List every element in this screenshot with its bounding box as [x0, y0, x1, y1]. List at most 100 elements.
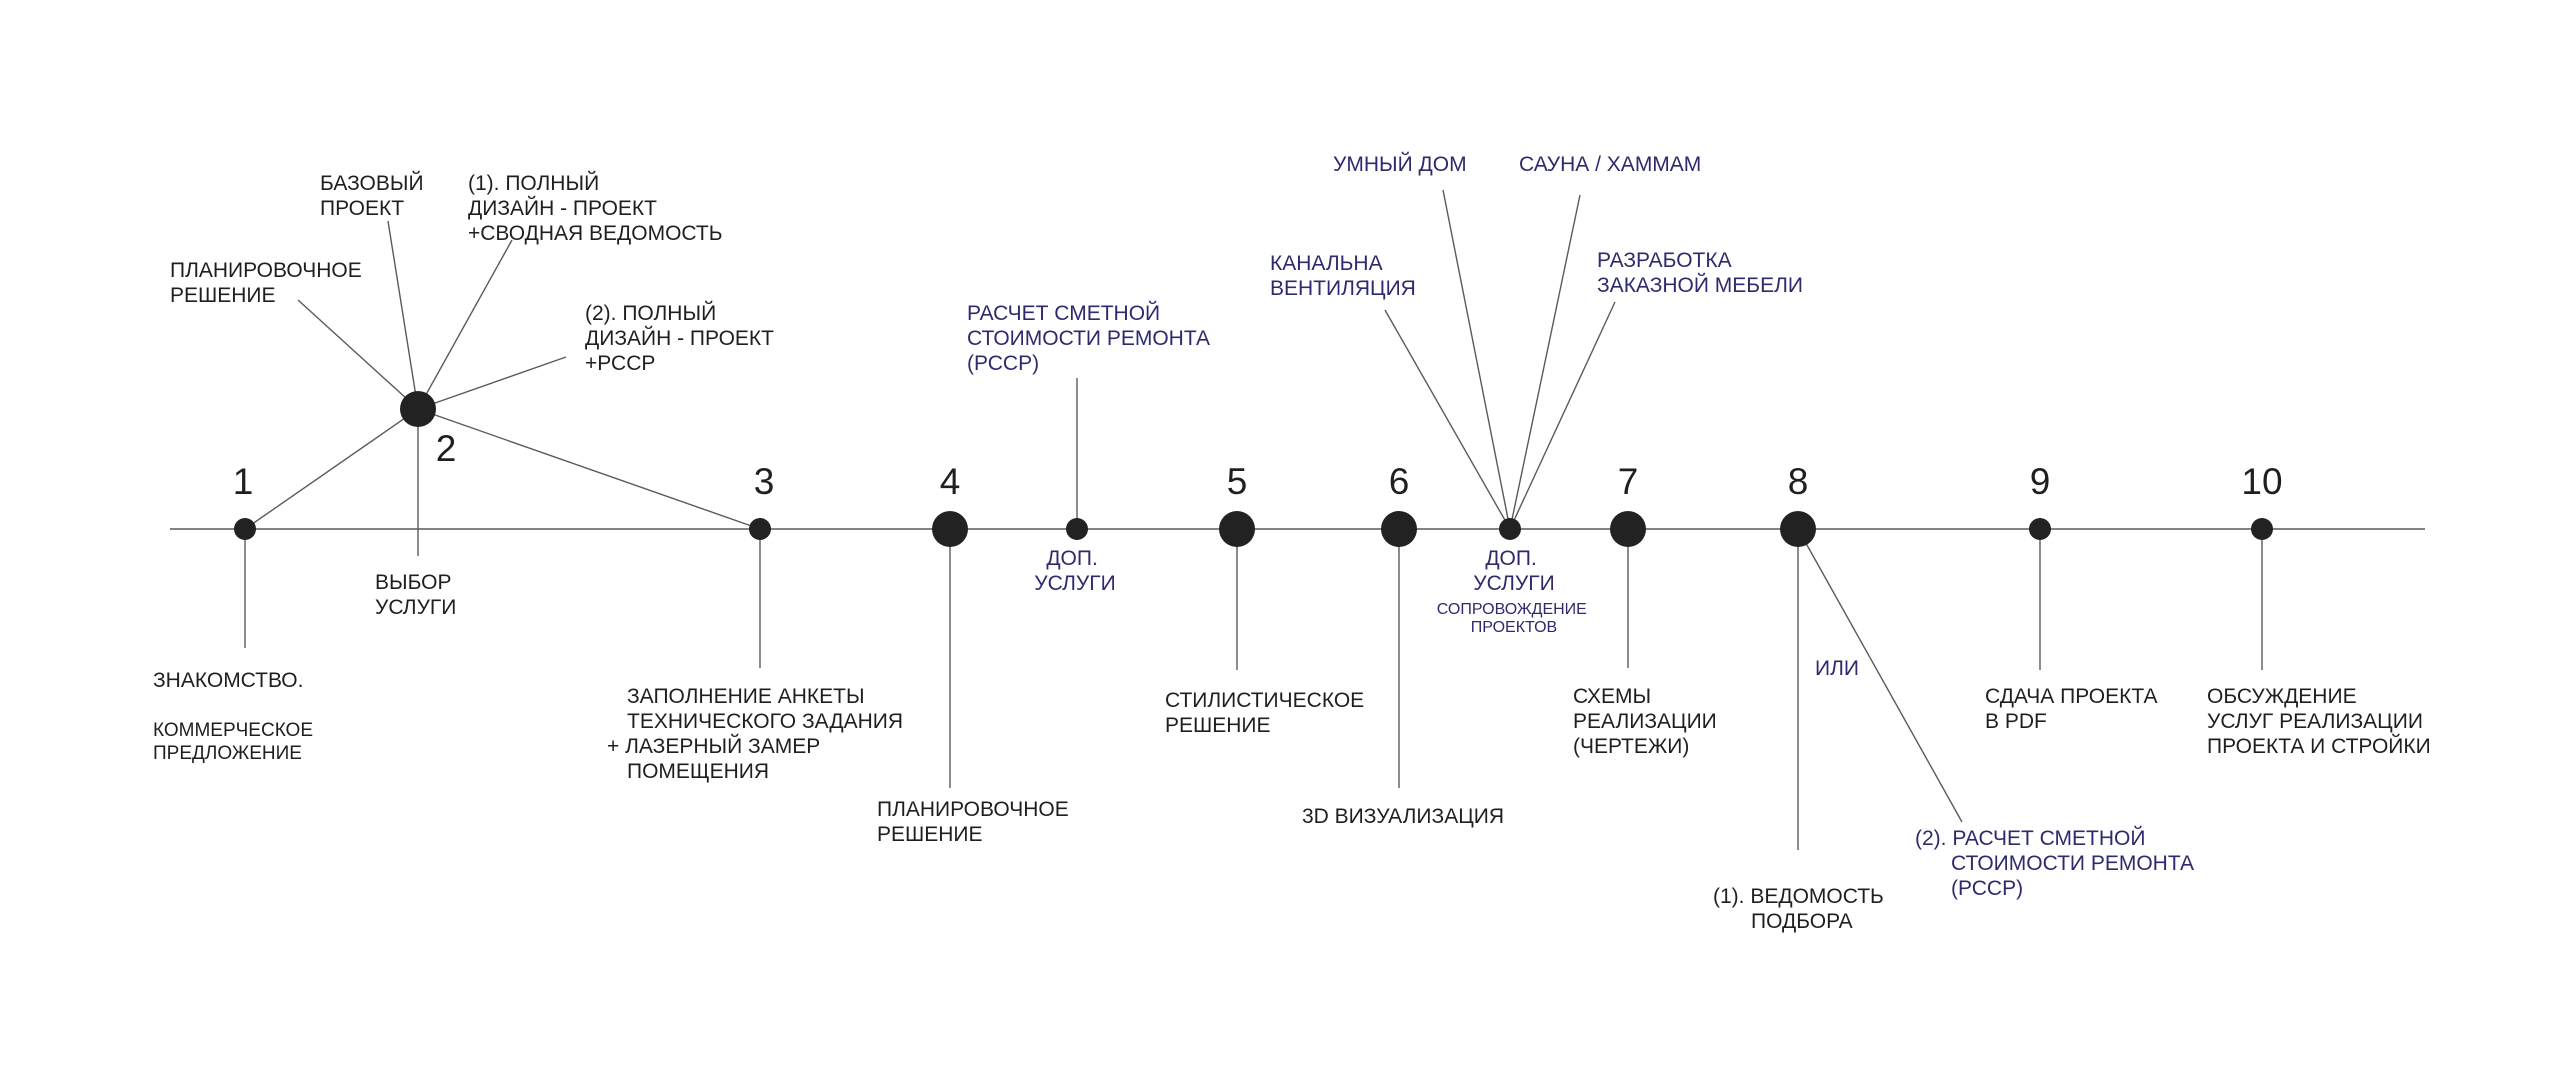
- label-line: ЗАПОЛНЕНИЕ АНКЕТЫ: [627, 685, 865, 708]
- step-6-label: 3D ВИЗУАЛИЗАЦИЯ: [1302, 805, 1504, 828]
- step-number: 2: [436, 428, 457, 469]
- label-line: +РССР: [585, 352, 655, 375]
- label-line: В PDF: [1985, 710, 2047, 733]
- node-step-7: [1610, 511, 1646, 547]
- node-step-6: [1381, 511, 1417, 547]
- label-line: ТЕХНИЧЕСКОГО ЗАДАНИЯ: [627, 710, 903, 733]
- connector-extra-sauna: [1509, 194, 1581, 530]
- step-3-label: ЗАПОЛНЕНИЕ АНКЕТЫ ТЕХНИЧЕСКОГО ЗАДАНИЯ +…: [607, 685, 909, 783]
- label-line: (2). РАСЧЕТ СМЕТНОЙ: [1915, 826, 2145, 850]
- label-line: (РССР): [1951, 877, 2023, 900]
- step-1-label: ЗНАКОМСТВО.: [153, 669, 303, 692]
- label-line: ПОДБОРА: [1751, 910, 1853, 933]
- label-line: ОБСУЖДЕНИЕ: [2207, 685, 2357, 708]
- label-line: СДАЧА ПРОЕКТА: [1985, 685, 2157, 708]
- label-line: КАНАЛЬНА: [1270, 252, 1383, 275]
- step-number: 10: [2241, 461, 2282, 502]
- node-step-1: [234, 518, 256, 540]
- connector-option-full2: [417, 356, 567, 410]
- step-number: 3: [754, 461, 775, 502]
- label-line: УСЛУГ РЕАЛИЗАЦИИ: [2207, 710, 2423, 733]
- step-number: 1: [233, 461, 254, 502]
- label-line: +СВОДНАЯ ВЕДОМОСТЬ: [468, 222, 722, 245]
- extra-services-a-option: РАСЧЕТ СМЕТНОЙ СТОИМОСТИ РЕМОНТА (РССР): [967, 301, 1216, 375]
- label-line: ПЛАНИРОВОЧНОЕ: [170, 259, 362, 282]
- node-step-2: [400, 391, 436, 427]
- connector-extra-ventilation: [1384, 309, 1511, 530]
- step-number: 9: [2030, 461, 2051, 502]
- label-line: ПРОЕКТ: [320, 197, 404, 220]
- extra-option-ventilation: КАНАЛЬНА ВЕНТИЛЯЦИЯ: [1270, 252, 1416, 300]
- label-line: КОММЕРЧЕСКОЕ: [153, 720, 313, 741]
- connector-step1-to-step2: [244, 408, 419, 530]
- node-step-9: [2029, 518, 2051, 540]
- label-line: ЗНАКОМСТВО.: [153, 669, 303, 692]
- label-line: (1). ПОЛНЫЙ: [468, 171, 599, 195]
- label-line: РЕАЛИЗАЦИИ: [1573, 710, 1717, 733]
- label-line: УСЛУГИ: [375, 596, 456, 619]
- service-option-full-1: (1). ПОЛНЫЙ ДИЗАЙН - ПРОЕКТ +СВОДНАЯ ВЕД…: [468, 171, 722, 245]
- label-line: (1). ВЕДОМОСТЬ: [1713, 885, 1884, 908]
- label-line: РАЗРАБОТКА: [1597, 249, 1732, 272]
- connector-lines: [244, 189, 2263, 850]
- step-number: 5: [1227, 461, 1248, 502]
- step-number: 6: [1389, 461, 1410, 502]
- step-8-label: (1). ВЕДОМОСТЬ ПОДБОРА: [1713, 885, 1890, 933]
- connector-step2-to-step3: [417, 408, 761, 530]
- step-2-label: ВЫБОР УСЛУГИ: [375, 571, 457, 619]
- label-line: СОПРОВОЖДЕНИЕ: [1437, 601, 1587, 618]
- node-step-8: [1780, 511, 1816, 547]
- label-line: РАСЧЕТ СМЕТНОЙ: [967, 301, 1160, 325]
- label-line: УСЛУГИ: [1034, 572, 1115, 595]
- label-line: ВЕНТИЛЯЦИЯ: [1270, 277, 1416, 300]
- label-line: СТОИМОСТИ РЕМОНТА: [967, 327, 1210, 350]
- step-9-label: СДАЧА ПРОЕКТА В PDF: [1985, 685, 2163, 733]
- step-number: 4: [940, 461, 961, 502]
- connector-step8-alt: [1797, 528, 1963, 823]
- connector-extra-furniture: [1509, 301, 1616, 530]
- step-8-alt-label: (2). РАСЧЕТ СМЕТНОЙ СТОИМОСТИ РЕМОНТА (Р…: [1915, 826, 2200, 900]
- label-line: ДИЗАЙН - ПРОЕКТ: [585, 326, 774, 350]
- step-numbers: 1 2 3 4 5 6 7 8 9 10: [233, 428, 2283, 502]
- step-10-label: ОБСУЖДЕНИЕ УСЛУГ РЕАЛИЗАЦИИ ПРОЕКТА И СТ…: [2207, 685, 2431, 758]
- connector-option-planning: [297, 299, 419, 410]
- step-5-label: СТИЛИСТИЧЕСКОЕ РЕШЕНИЕ: [1165, 689, 1370, 737]
- extra-option-custom-furniture: РАЗРАБОТКА ЗАКАЗНОЙ МЕБЕЛИ: [1597, 249, 1803, 297]
- extra-option-sauna: САУНА / ХАММАМ: [1519, 153, 1701, 176]
- label-line: ДИЗАЙН - ПРОЕКТ: [468, 196, 657, 220]
- extra-services-b-label: ДОП. УСЛУГИ: [1473, 547, 1554, 595]
- label-line: ЗАКАЗНОЙ МЕБЕЛИ: [1597, 273, 1803, 297]
- timeline-nodes: [234, 391, 2273, 547]
- label-line: ПРЕДЛОЖЕНИЕ: [153, 743, 302, 764]
- label-line: ПЛАНИРОВОЧНОЕ: [877, 798, 1069, 821]
- step-1-sublabel: КОММЕРЧЕСКОЕ ПРЕДЛОЖЕНИЕ: [153, 720, 318, 764]
- label-line: СТОИМОСТИ РЕМОНТА: [1951, 852, 2194, 875]
- label-line: УМНЫЙ ДОМ: [1333, 152, 1467, 176]
- label-line: СХЕМЫ: [1573, 685, 1651, 708]
- label-line: + ЛАЗЕРНЫЙ ЗАМЕР: [607, 734, 820, 758]
- extra-services-a-label: ДОП. УСЛУГИ: [1034, 547, 1115, 595]
- service-option-planning: ПЛАНИРОВОЧНОЕ РЕШЕНИЕ: [170, 259, 368, 307]
- label-line: РЕШЕНИЕ: [170, 284, 276, 307]
- label-line: (РССР): [967, 352, 1039, 375]
- label-line: ПРОЕКТА И СТРОЙКИ: [2207, 734, 2431, 758]
- label-line: ПОМЕЩЕНИЯ: [627, 760, 769, 783]
- label-line: 3D ВИЗУАЛИЗАЦИЯ: [1302, 805, 1504, 828]
- connector-extra-smart-home: [1442, 189, 1511, 530]
- label-line: ПРОЕКТОВ: [1471, 619, 1557, 636]
- label-line: (ЧЕРТЕЖИ): [1573, 735, 1689, 758]
- step-number: 8: [1788, 461, 1809, 502]
- step-4-label: ПЛАНИРОВОЧНОЕ РЕШЕНИЕ: [877, 798, 1075, 846]
- node-step-4: [932, 511, 968, 547]
- label-line: (2). ПОЛНЫЙ: [585, 301, 716, 325]
- step-7-label: СХЕМЫ РЕАЛИЗАЦИИ (ЧЕРТЕЖИ): [1573, 685, 1723, 758]
- connector-option-full1: [417, 239, 513, 410]
- service-option-full-2: (2). ПОЛНЫЙ ДИЗАЙН - ПРОЕКТ +РССР: [585, 301, 780, 375]
- connector-option-basic: [387, 220, 419, 410]
- extra-services-b-sublabel: СОПРОВОЖДЕНИЕ ПРОЕКТОВ: [1437, 601, 1592, 636]
- label-line: РЕШЕНИЕ: [1165, 714, 1271, 737]
- label-line: СТИЛИСТИЧЕСКОЕ: [1165, 689, 1364, 712]
- label-line: ДОП.: [1046, 547, 1098, 570]
- node-step-10: [2251, 518, 2273, 540]
